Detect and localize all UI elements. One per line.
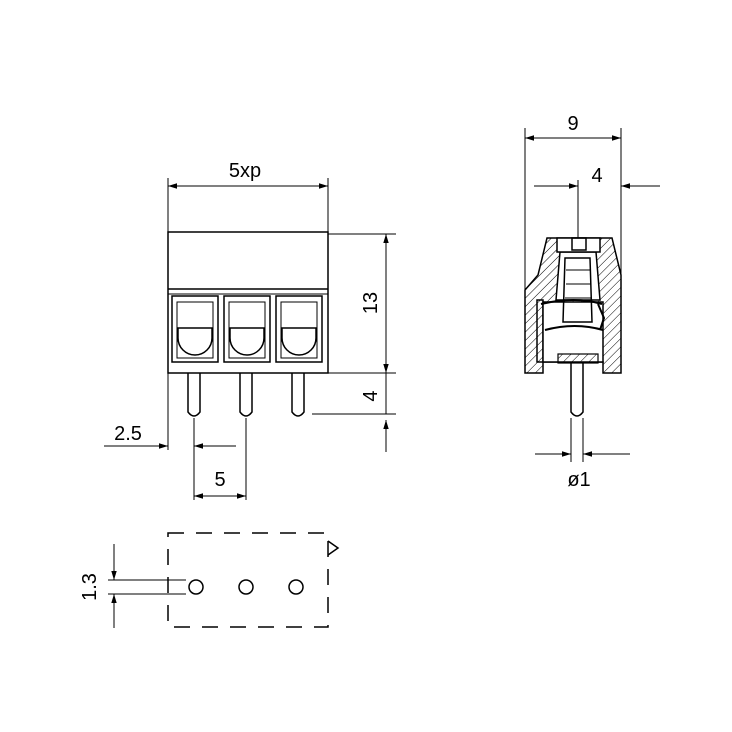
front-pins <box>187 373 305 417</box>
hole-1 <box>188 579 204 595</box>
hole-3 <box>288 579 304 595</box>
dim-pin-length: 4 <box>360 390 382 401</box>
dim-pin-diameter: ø1 <box>567 469 590 491</box>
side-view: 9 4 ø1 <box>524 113 660 491</box>
dim-screw-offset: 4 <box>591 165 602 187</box>
dim-pitch: 5 <box>214 469 225 491</box>
dim-height-body: 13 <box>360 292 382 314</box>
dim-pitch-total: 5xp <box>229 160 261 182</box>
dim-hole-offset: 1.3 <box>79 573 101 601</box>
front-view: 5xp 13 4 2.5 5 <box>104 160 396 500</box>
side-pin <box>570 362 584 417</box>
wire-entries <box>171 295 323 363</box>
hole-2 <box>238 579 254 595</box>
dim-pin-offset: 2.5 <box>114 423 142 445</box>
dim-width-side: 9 <box>567 113 578 135</box>
pcb-footprint: 1.3 <box>79 532 340 628</box>
